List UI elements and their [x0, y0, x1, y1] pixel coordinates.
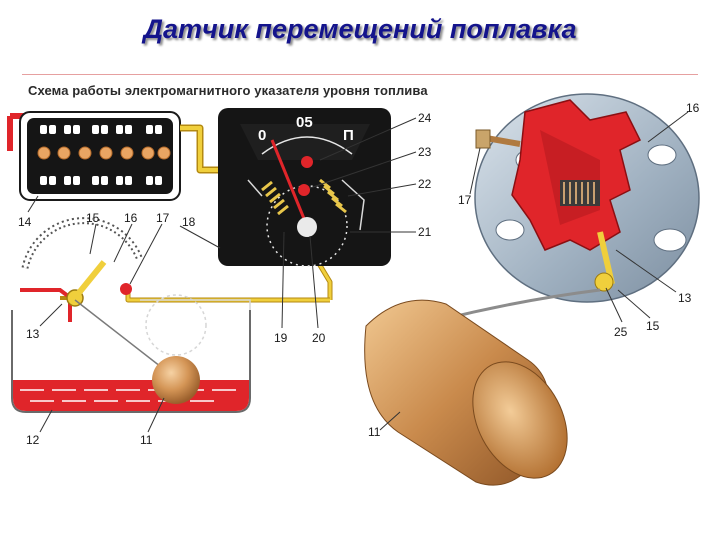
fuse-block: [7, 111, 181, 201]
label-15-left: 15: [86, 211, 100, 225]
gauge-scale-half: 05: [296, 114, 313, 131]
label-21: 21: [418, 225, 432, 239]
label-17-left: 17: [156, 211, 170, 225]
label-23: 23: [418, 145, 432, 159]
label-17-right: 17: [458, 193, 472, 207]
ghost-arc: [145, 294, 207, 356]
label-25: 25: [614, 325, 628, 339]
label-19: 19: [274, 331, 288, 345]
label-15-right: 15: [646, 319, 660, 333]
label-13-right: 13: [678, 291, 692, 305]
gauge-scale-full: П: [343, 127, 354, 144]
sensor-housing-cutaway: [474, 93, 700, 303]
label-11-left: 11: [140, 433, 153, 447]
ghost-lever: [140, 299, 251, 360]
leader-lines: [27, 111, 689, 433]
label-22: 22: [418, 177, 432, 191]
label-12: 12: [26, 433, 40, 447]
rheostat-sensor: [20, 217, 166, 371]
label-16-left: 16: [124, 211, 138, 225]
gauge-panel: 0 05 П: [218, 108, 391, 267]
float-cylinder: [364, 288, 601, 486]
gauge-scale-empty: 0: [258, 127, 266, 144]
label-14: 14: [18, 215, 32, 229]
label-13-left: 13: [26, 327, 40, 341]
label-16-right: 16: [686, 101, 700, 115]
fuel-tank: [11, 310, 251, 413]
label-11-right: 11: [368, 425, 381, 439]
label-24: 24: [418, 111, 432, 125]
title-divider: [22, 74, 698, 75]
slide-title: Датчик перемещений поплавка: [143, 14, 577, 44]
callout-labels: 14 15 16 17 18 13 12 11 24 23 22 21 19 2…: [18, 101, 700, 447]
label-18: 18: [182, 215, 196, 229]
float-ball: [152, 356, 200, 404]
label-20: 20: [312, 331, 326, 345]
scheme-caption: Схема работы электромагнитного указателя…: [28, 83, 428, 98]
